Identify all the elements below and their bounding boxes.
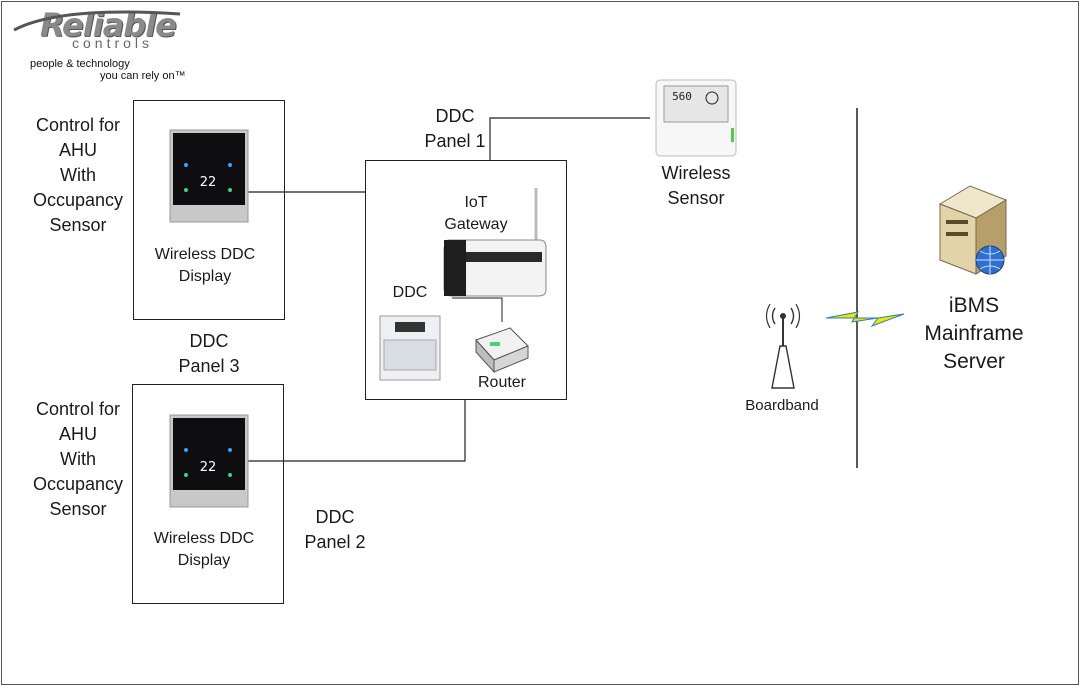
panel-line: DDC (435, 106, 475, 126)
ddc-panel-3-box (133, 100, 285, 320)
sensor-reading: 560 (672, 90, 692, 103)
panel-line: DDC (315, 507, 355, 527)
control-line: Control for (35, 399, 121, 419)
gateway-line: IoT (464, 194, 488, 211)
router-icon (475, 327, 529, 374)
server-line: Server (943, 350, 1005, 373)
gateway-line: Gateway (444, 216, 508, 233)
ddc-panel-1-box (365, 160, 567, 400)
display-line: Display (177, 552, 231, 569)
link-gateway-router (452, 297, 503, 322)
ddc-panel-2-box (132, 384, 284, 604)
router-label: Router (477, 374, 527, 391)
broadband-label: Boardband (745, 397, 819, 414)
logo-swoosh (13, 10, 181, 32)
control-line: Sensor (49, 499, 107, 519)
thermostat-temp-top: 22 (200, 175, 217, 190)
thermostat-icon: 22 (169, 129, 249, 223)
wireless-link-lightning-icon (825, 311, 905, 328)
control-line: AHU (58, 424, 97, 444)
control-label-bottom: Control for AHU With Occupancy Sensor (20, 397, 136, 522)
display-label-top: Wireless DDC Display (140, 244, 270, 288)
display-line: Display (178, 268, 232, 285)
broadband-antenna-icon (765, 303, 801, 389)
control-line: With (60, 449, 96, 469)
wireless-sensor-label: Wireless Sensor (646, 161, 746, 211)
link-panel1-display-bottom (242, 399, 466, 462)
display-label-bottom: Wireless DDC Display (139, 528, 269, 572)
server-label: iBMS Mainframe Server (904, 292, 1044, 376)
iot-gateway-label: IoT Gateway (430, 192, 522, 236)
panel-2-label: DDC Panel 2 (290, 505, 380, 555)
control-line: Occupancy (32, 190, 124, 210)
control-line: Occupancy (32, 474, 124, 494)
server-line: iBMS (948, 294, 1000, 317)
control-label-top: Control for AHU With Occupancy Sensor (20, 113, 136, 238)
iot-gateway-icon (443, 188, 547, 297)
server-icon (938, 185, 1008, 275)
panel-3-label: DDC Panel 3 (164, 329, 254, 379)
control-line: With (60, 165, 96, 185)
logo-tagline-1: people & technology (30, 58, 130, 70)
thermostat-temp-bottom: 22 (200, 460, 217, 475)
panel-line: Panel 3 (178, 356, 240, 376)
panel-1-label: DDC Panel 1 (410, 104, 500, 154)
control-line: Control for (35, 115, 121, 135)
wireless-sensor-icon: 560 (655, 79, 737, 157)
display-line: Wireless DDC (154, 246, 256, 263)
ddc-label: DDC (392, 284, 428, 301)
server-line: Mainframe (924, 322, 1024, 345)
thermostat-icon: 22 (169, 414, 249, 508)
display-line: Wireless DDC (153, 530, 255, 547)
sensor-line: Wireless (661, 163, 731, 183)
panel-line: Panel 2 (304, 532, 366, 552)
sensor-line: Sensor (667, 188, 725, 208)
control-line: AHU (58, 140, 97, 160)
link-panel1-sensor (489, 117, 650, 160)
logo-tagline-2: you can rely on™ (100, 70, 186, 82)
panel-line: Panel 1 (424, 131, 486, 151)
panel-line: DDC (189, 331, 229, 351)
logo-sub: controls (72, 35, 154, 51)
control-line: Sensor (49, 215, 107, 235)
ddc-controller-icon (379, 315, 441, 381)
